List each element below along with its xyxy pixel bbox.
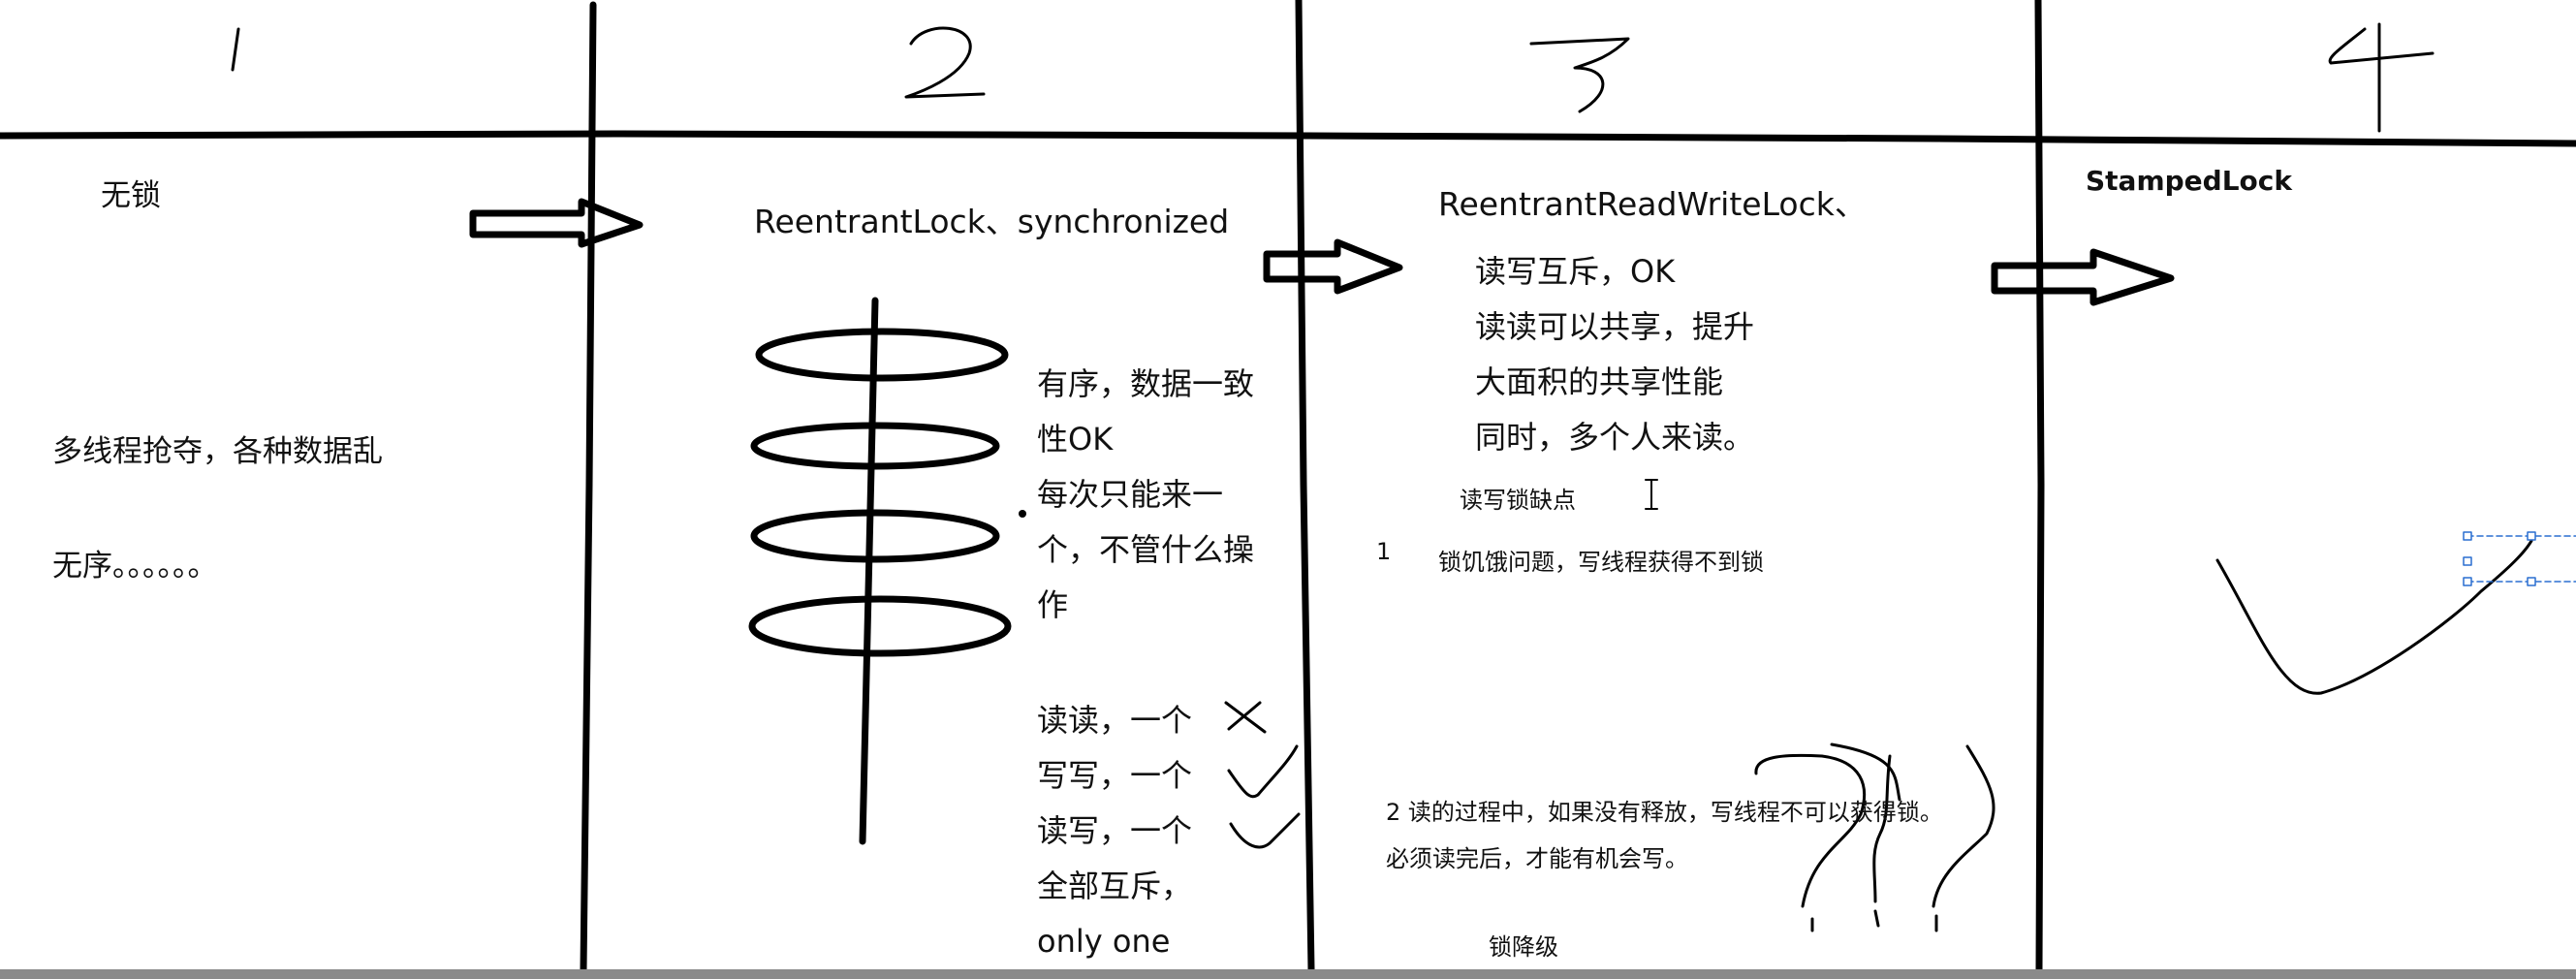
drawback-text: 2 读的过程中，如果没有释放，写线程不可以获得锁。 bbox=[1386, 799, 1943, 826]
column-text: 读读可以共享，提升 bbox=[1475, 308, 1755, 345]
column-description: 有序，数据一致 性OK 每次只能来一 个，不管什么操 作 bbox=[1037, 357, 1254, 633]
column-text: 同时，多个人来读。 bbox=[1475, 419, 1755, 456]
column-title-reentrant-lock: ReentrantLock、synchronized bbox=[754, 203, 1230, 240]
column-text: 读写互斥，OK bbox=[1475, 253, 1676, 290]
column-text: 个，不管什么操 bbox=[1037, 531, 1255, 568]
text-cursor-icon bbox=[1645, 479, 1658, 510]
column-divider-3 bbox=[2034, 0, 2045, 973]
check-mark-icon bbox=[1229, 812, 1301, 849]
drawback-text: 锁饥饿问题，写线程获得不到锁 bbox=[1438, 549, 1764, 576]
column-text: 有序，数据一致 bbox=[1037, 365, 1255, 402]
mode-item: 写写，一个 bbox=[1037, 757, 1193, 794]
column-title-read-write-lock: ReentrantReadWriteLock、 bbox=[1438, 185, 1867, 223]
column-text: 作 bbox=[1037, 586, 1069, 623]
drawbacks-title: 读写锁缺点 bbox=[1460, 487, 1576, 514]
mode-item: only one bbox=[1037, 923, 1171, 960]
mode-list: 读读，一个 写写，一个 读写，一个 全部互斥， only one bbox=[1037, 693, 1192, 969]
column-number-3-drawn bbox=[1529, 37, 1630, 113]
mode-item: 读写，一个 bbox=[1037, 812, 1193, 849]
check-mark-icon bbox=[1227, 744, 1299, 799]
lock-downgrade-text: 锁降级 bbox=[1489, 933, 1558, 961]
column-title-no-lock: 无锁 bbox=[101, 178, 161, 213]
column-text: 多线程抢夺，各种数据乱 bbox=[52, 434, 383, 469]
drawback-number: 1 bbox=[1376, 538, 1392, 565]
column-title-stamped-lock: StampedLock bbox=[2086, 165, 2292, 197]
selection-handles bbox=[2463, 531, 2576, 586]
bottom-scrollbar[interactable] bbox=[0, 969, 2576, 979]
arrow-right-icon bbox=[469, 198, 2175, 306]
check-mark-icon bbox=[2215, 539, 2533, 695]
dot bbox=[1019, 510, 1026, 518]
column-number-1-drawn bbox=[231, 27, 240, 72]
column-description: 读写互斥，OK 读读可以共享，提升 大面积的共享性能 同时，多个人来读。 bbox=[1475, 244, 1754, 465]
cross-mark-icon bbox=[1224, 701, 1267, 734]
drawback-text: 必须读完后，才能有机会写。 bbox=[1386, 845, 1688, 872]
column-number-4-drawn bbox=[2328, 22, 2435, 133]
column-divider-2 bbox=[1295, 0, 1315, 973]
header-divider bbox=[0, 130, 2576, 147]
column-text: 大面积的共享性能 bbox=[1475, 363, 1724, 400]
column-text: 无序。。。。。。 bbox=[52, 549, 218, 584]
column-number-2-drawn bbox=[904, 26, 986, 99]
column-text: 每次只能来一 bbox=[1037, 476, 1224, 513]
column-text: 性OK bbox=[1037, 421, 1114, 458]
column-divider-1 bbox=[580, 1, 597, 973]
mode-item: 全部互斥， bbox=[1037, 868, 1193, 904]
question-mark-icon bbox=[1754, 742, 1995, 932]
lock-ellipses bbox=[748, 297, 1012, 845]
mode-item: 读读，一个 bbox=[1037, 702, 1193, 739]
